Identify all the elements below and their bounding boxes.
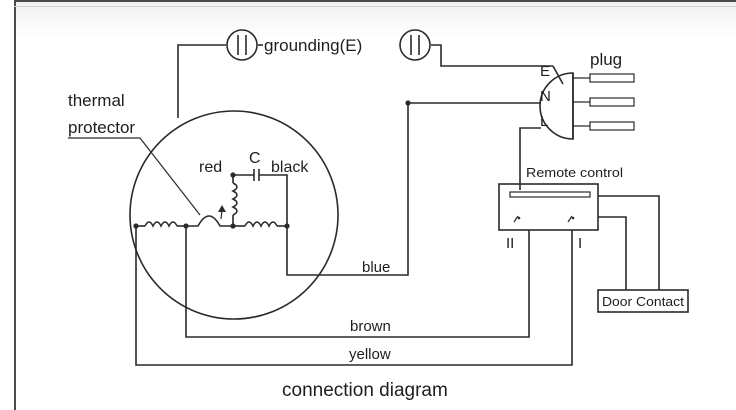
yellow-wire-label: yellow: [349, 346, 391, 363]
brown-wire: [185, 226, 530, 338]
plug-label: plug: [590, 50, 622, 69]
capacitor-label: C: [249, 150, 261, 167]
door-contact-wires: [598, 195, 660, 290]
ground-symbol-left: [226, 29, 258, 61]
door-contact-label: Door Contact: [602, 294, 684, 309]
black-wire-label: black: [271, 159, 309, 176]
grounding-wire: [177, 44, 553, 118]
blue-wire: [286, 100, 541, 276]
remote-control-box: [498, 183, 599, 231]
live-terminal-label: L: [540, 113, 548, 130]
switch-II-label: II: [506, 235, 514, 252]
grounding-label: grounding(E): [264, 36, 362, 55]
red-wire-label: red: [199, 159, 222, 176]
live-wire: [519, 127, 541, 190]
diagram-panel: [14, 0, 736, 410]
motor-circle: [129, 110, 339, 320]
plug-symbol: [539, 65, 635, 140]
neutral-terminal-label: N: [540, 88, 551, 105]
protector-label: protector: [68, 118, 135, 137]
thermal-protector-leader: [68, 137, 201, 216]
door-contact-box: [597, 289, 689, 313]
diagram-caption: connection diagram: [282, 380, 448, 401]
motor-windings: [133, 169, 290, 229]
brown-wire-label: brown: [350, 318, 391, 335]
switch-I-label: I: [578, 235, 582, 252]
ground-symbol-right: [399, 29, 431, 61]
blue-wire-label: blue: [362, 259, 390, 276]
top-divider: [14, 0, 736, 7]
thermal-label: thermal: [68, 91, 125, 110]
earth-terminal-label: E: [540, 63, 550, 80]
yellow-wire: [135, 226, 573, 366]
remote-control-label: Remote control: [526, 165, 623, 180]
